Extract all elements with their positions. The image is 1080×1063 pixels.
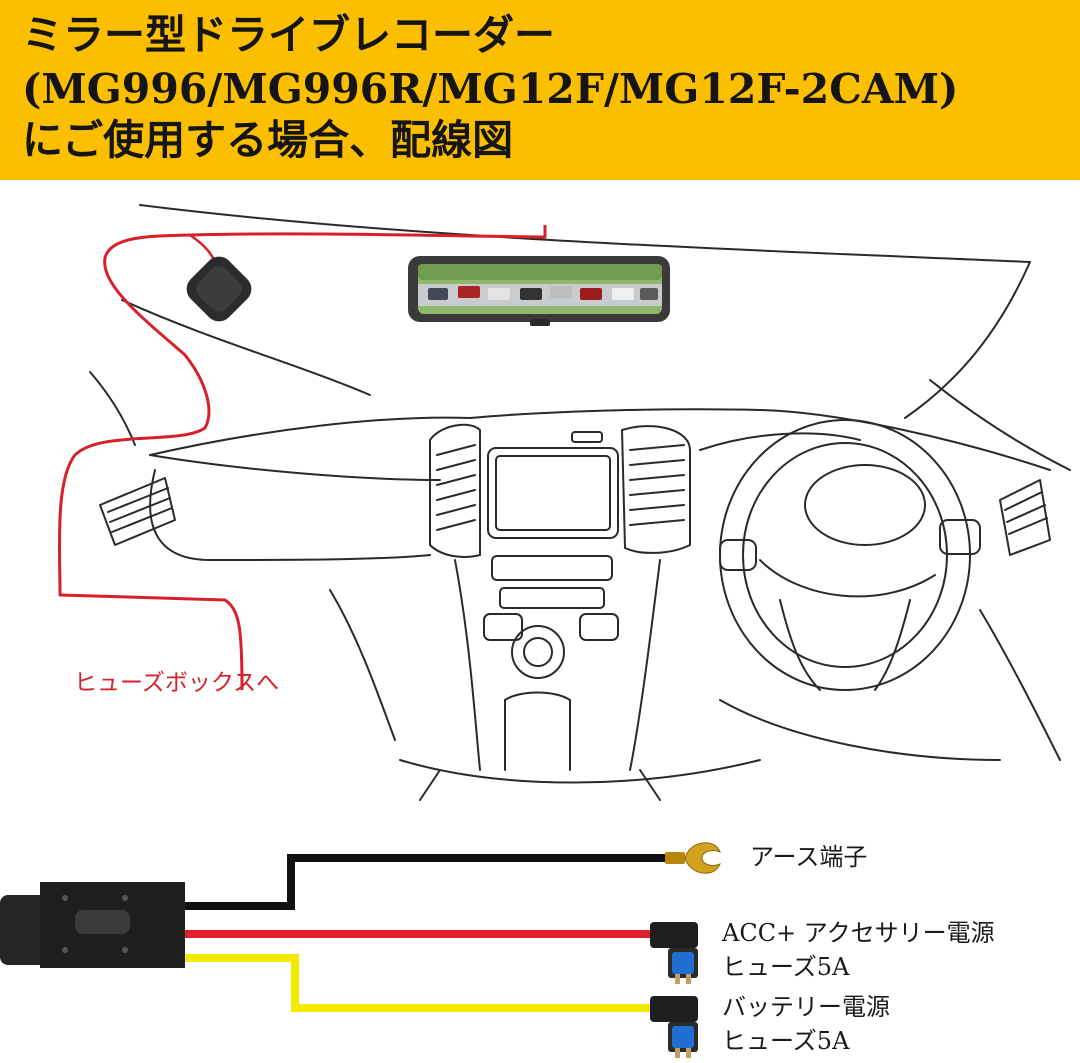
battery-fuse-tap-icon bbox=[650, 996, 698, 1058]
gps-cable bbox=[189, 233, 217, 263]
battery-wire bbox=[185, 954, 660, 1012]
battery-fuse-label: ヒューズ5A bbox=[722, 1027, 850, 1055]
title-line-2: (MG996/MG996R/MG12F/MG12F-2CAM) bbox=[22, 65, 959, 113]
mirror-dashcam-icon bbox=[408, 256, 670, 326]
battery-power-label: バッテリー電源 bbox=[722, 993, 890, 1021]
title-line-1: ミラー型ドライブレコーダー bbox=[22, 11, 555, 59]
cable-route-line bbox=[57, 225, 547, 691]
power-connector-icon bbox=[0, 882, 185, 968]
car-interior-drawing bbox=[89, 204, 1071, 801]
gps-module-icon bbox=[186, 256, 252, 322]
ground-terminal-label: アース端子 bbox=[750, 843, 868, 871]
acc-power-label: ACC+ アクセサリー電源 bbox=[722, 919, 995, 947]
acc-fuse-tap-icon bbox=[650, 922, 698, 984]
title-line-3: にご使用する場合、配線図 bbox=[22, 116, 514, 164]
acc-fuse-label: ヒューズ5A bbox=[722, 953, 850, 981]
fuse-box-label: ヒューズボックスへ bbox=[74, 670, 280, 696]
title-banner: ミラー型ドライブレコーダー (MG996/MG996R/MG12F/MG12F-… bbox=[0, 0, 1080, 180]
ground-terminal-icon bbox=[665, 842, 721, 874]
ground-wire bbox=[185, 854, 680, 910]
